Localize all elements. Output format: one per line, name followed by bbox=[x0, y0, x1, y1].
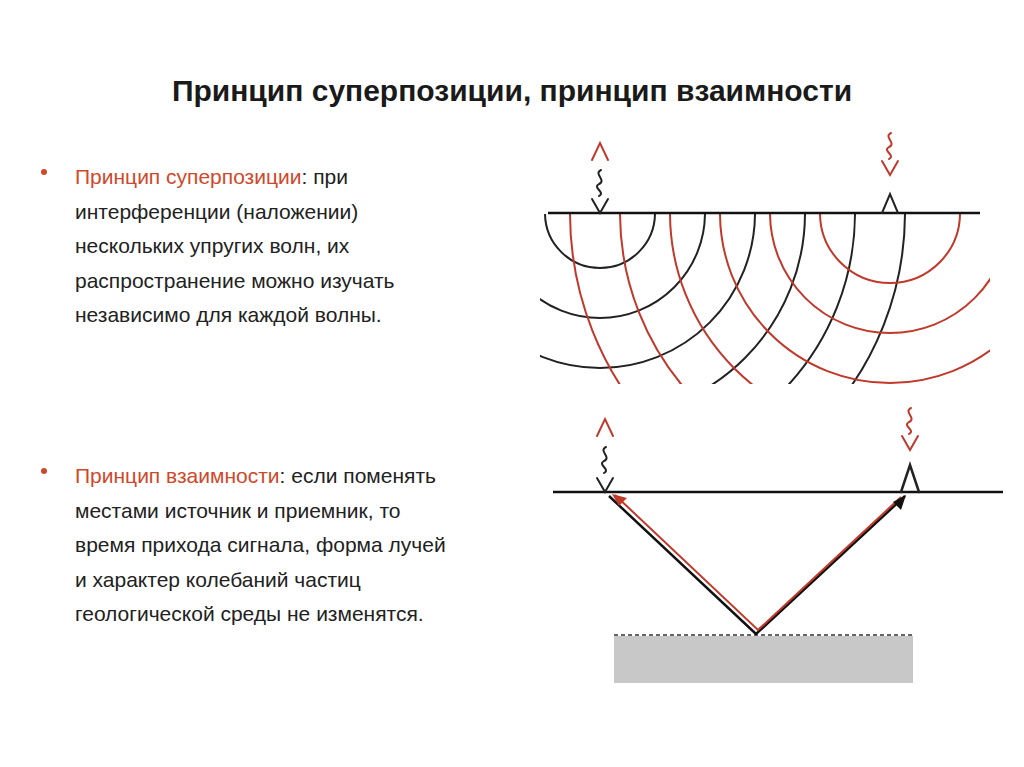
receiver-symbol bbox=[901, 408, 919, 492]
bullet bbox=[41, 468, 47, 474]
definition-text: : при интерференции (наложении) нескольк… bbox=[75, 165, 395, 326]
ground-surface bbox=[553, 491, 1003, 494]
ray-path bbox=[609, 496, 905, 634]
term-highlight: Принцип взаимности bbox=[75, 464, 280, 487]
term-highlight: Принцип суперпозиции bbox=[75, 165, 301, 188]
reverse-ray-path bbox=[615, 495, 901, 630]
arrowhead bbox=[612, 494, 627, 506]
arrowhead bbox=[893, 495, 906, 510]
receiver-symbol bbox=[882, 133, 898, 213]
ground-surface bbox=[548, 212, 980, 215]
bullet bbox=[41, 169, 47, 175]
definition-text: : если поменять местами источник и прием… bbox=[75, 464, 446, 625]
reflector-layer bbox=[614, 636, 913, 683]
slide-title: Принцип суперпозиции, принцип взаимности bbox=[0, 74, 1024, 108]
source-symbol bbox=[597, 419, 613, 492]
wavefronts bbox=[540, 214, 990, 384]
bullet-text: Принцип суперпозиции: при интерференции … bbox=[75, 160, 460, 333]
reflector-boundary bbox=[614, 634, 913, 636]
source-symbol bbox=[592, 143, 608, 213]
bullet-text: Принцип взаимности: если поменять местам… bbox=[75, 459, 460, 632]
